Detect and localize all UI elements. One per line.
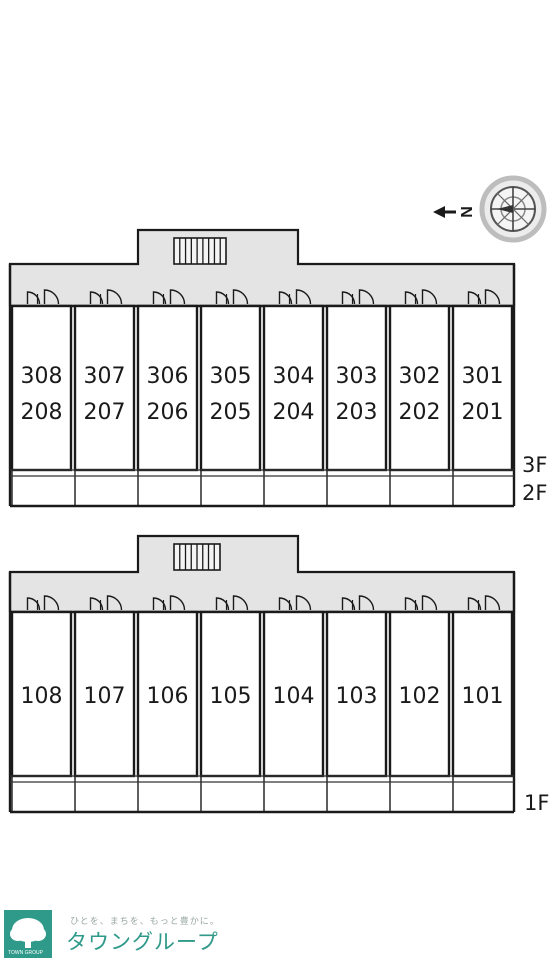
unit-number: 201 — [462, 400, 504, 425]
unit-number: 106 — [147, 684, 189, 709]
staircase-icon — [173, 237, 227, 265]
compass: N — [433, 175, 547, 243]
door-swing-icon — [404, 595, 438, 611]
north-arrow: N — [433, 206, 476, 218]
door-swing-icon — [278, 289, 312, 305]
north-label: N — [459, 206, 476, 218]
logo-tagline: ひとを、まちを、もっと豊かに。 — [70, 917, 220, 927]
door-swing-icon — [467, 289, 501, 305]
unit-number: 307 — [84, 364, 126, 389]
door-swing-icon — [152, 289, 186, 305]
unit-number: 305 — [210, 364, 252, 389]
unit-number: 205 — [210, 400, 252, 425]
door-swing-icon — [215, 595, 249, 611]
door-swing-icon — [152, 595, 186, 611]
upper-unit-row: 3082083072073062063052053042043032033022… — [10, 289, 514, 506]
unit-number: 107 — [84, 684, 126, 709]
staircase-icon — [173, 543, 221, 571]
logo-brand-sub: TOWN GROUP — [8, 950, 43, 956]
floor-label-2f: 2F — [522, 481, 547, 505]
unit-number: 302 — [399, 364, 441, 389]
door-swing-icon — [278, 595, 312, 611]
unit-number: 207 — [84, 400, 126, 425]
logo-brand-name: タウングループ — [66, 930, 219, 954]
door-swing-icon — [26, 289, 60, 305]
door-swing-icon — [89, 289, 123, 305]
unit-number: 104 — [273, 684, 315, 709]
unit-number: 202 — [399, 400, 441, 425]
unit-number: 308 — [21, 364, 63, 389]
upper-floor-block: 3082083072073062063052053042043032033022… — [8, 228, 547, 508]
unit-cell: 103 — [325, 595, 388, 812]
door-swing-icon — [404, 289, 438, 305]
compass-rose-icon — [479, 175, 547, 243]
unit-cell: 108 — [10, 595, 73, 812]
unit-cell: 105 — [199, 595, 262, 812]
unit-number: 102 — [399, 684, 441, 709]
unit-number: 208 — [21, 400, 63, 425]
unit-number: 204 — [273, 400, 315, 425]
company-logo — [4, 910, 52, 958]
lower-corridor — [8, 534, 516, 612]
unit-number: 103 — [336, 684, 378, 709]
unit-cell: 104 — [262, 595, 325, 812]
unit-number: 206 — [147, 400, 189, 425]
unit-number: 203 — [336, 400, 378, 425]
door-swing-icon — [26, 595, 60, 611]
unit-cell: 107 — [73, 595, 136, 812]
floor-label-1f: 1F — [524, 791, 549, 815]
unit-number: 306 — [147, 364, 189, 389]
door-swing-icon — [89, 595, 123, 611]
unit-number: 301 — [462, 364, 504, 389]
door-swing-icon — [467, 595, 501, 611]
unit-cell: 101 — [451, 595, 514, 812]
unit-cell: 102 — [388, 595, 451, 812]
unit-number: 304 — [273, 364, 315, 389]
lower-unit-row: 108 107 106 105 104 103 102 101 — [10, 595, 514, 812]
tree-logo-icon — [4, 910, 52, 958]
unit-cell: 106 — [136, 595, 199, 812]
door-swing-icon — [215, 289, 249, 305]
unit-number: 303 — [336, 364, 378, 389]
unit-number: 105 — [210, 684, 252, 709]
unit-number: 108 — [21, 684, 63, 709]
door-swing-icon — [341, 289, 375, 305]
floor-label-3f: 3F — [522, 453, 547, 477]
lower-floor-block: 108 107 106 105 104 103 102 101 1F — [8, 534, 549, 815]
unit-number: 101 — [462, 684, 504, 709]
door-swing-icon — [341, 595, 375, 611]
upper-corridor — [8, 228, 516, 306]
